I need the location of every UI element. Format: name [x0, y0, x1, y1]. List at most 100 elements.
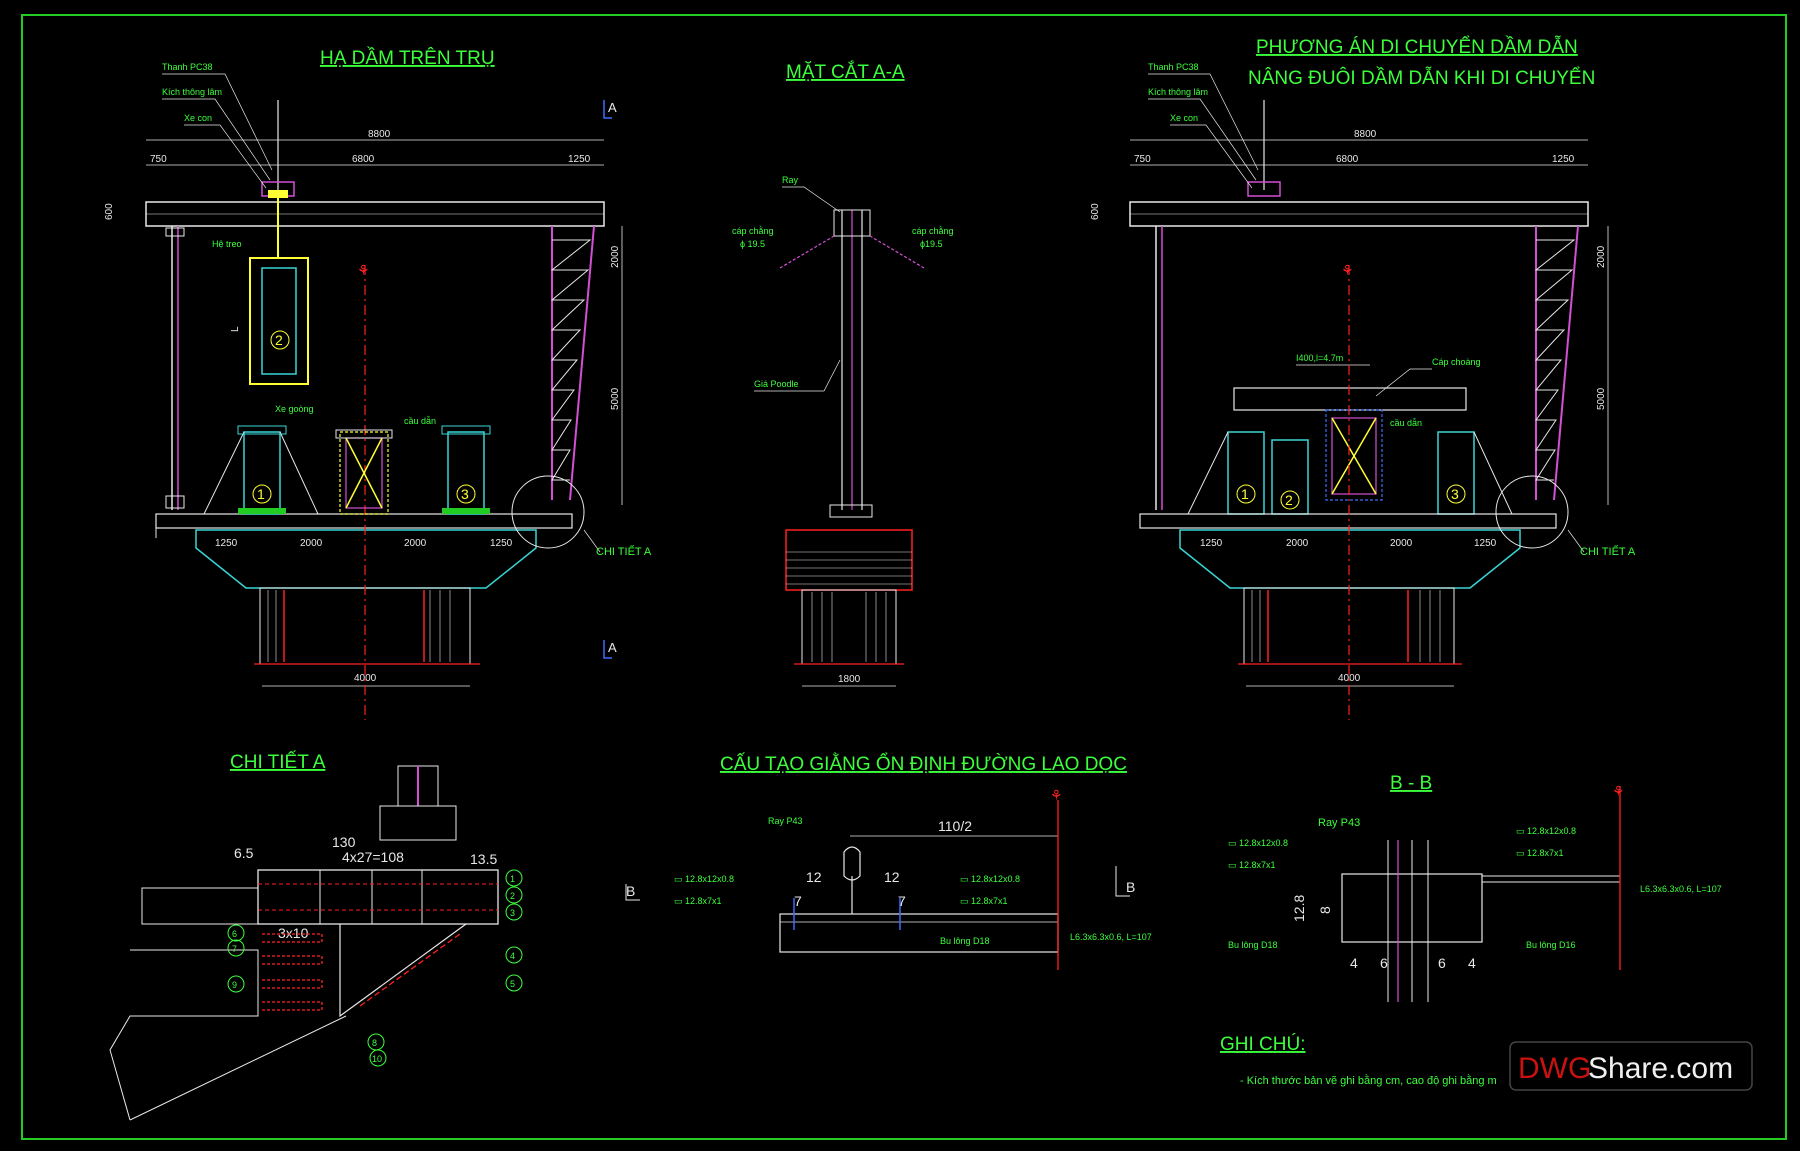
detail-marker-1: 1: [510, 874, 515, 884]
label-kich-r: Kích thông lâm: [1148, 87, 1208, 97]
dim-base-r: 4000: [1338, 673, 1361, 684]
dim-h600-r: 600: [1090, 203, 1101, 220]
seg-marker-3-left: 3: [461, 486, 469, 502]
label-he-treo: Hệ treo: [212, 239, 242, 249]
dim-base: 4000: [354, 673, 377, 684]
seg-marker-3-right: 3: [1451, 486, 1459, 502]
dim-d130: 130: [332, 834, 356, 850]
notes-title: GHI CHÚ:: [1220, 1033, 1306, 1055]
right-title-1: PHƯƠNG ÁN DI CHUYỂN DẦM DẪN: [1256, 36, 1578, 58]
section-title: MẶT CẮT A-A: [786, 61, 905, 83]
label-bu-long: Bu lông D18: [940, 936, 990, 946]
dim-bb4a: 4: [1350, 955, 1358, 971]
right-view: PHƯƠNG ÁN DI CHUYỂN DẦM DẪN NÂNG ĐUÔI DẦ…: [1090, 36, 1636, 720]
label-ray-p43-bb: Ray P43: [1318, 817, 1360, 829]
label-pl2-bb: ▭ 12.8x7x1: [1228, 860, 1276, 870]
dim-v2000: 2000: [610, 245, 621, 268]
dim-b3: 2000: [404, 538, 427, 549]
label-thanh-pc: Thanh PC38: [162, 62, 213, 72]
label-cap-chang-left: cáp chằng: [732, 226, 774, 236]
dim-d12a: 12: [806, 869, 822, 885]
bb-title: B - B: [1390, 773, 1432, 794]
label-gia-poodle: Giá Poodle: [754, 379, 799, 389]
dim-b1: 1250: [215, 538, 238, 549]
label-cau-dan-r: cầu dẫn: [1390, 418, 1422, 428]
brace-view: CẤU TẠO GIẰNG ỔN ĐỊNH ĐƯỜNG LAO DỌC Ray …: [625, 753, 1152, 970]
detail-marker-3: 3: [510, 908, 515, 918]
dim-v5000-r: 5000: [1596, 387, 1607, 410]
seg-marker-2-left: 2: [275, 332, 283, 348]
drawing-border: [21, 14, 1787, 1140]
label-pl1: ▭ 12.8x12x0.8: [674, 874, 734, 884]
dim-d4x27: 4x27=108: [342, 849, 404, 865]
detail-marker-2: 2: [510, 891, 515, 901]
detail-marker-4: 4: [510, 951, 515, 961]
right-title-2: NÂNG ĐUÔI DẦM DẪN KHI DI CHUYỂN: [1248, 67, 1595, 89]
label-pl2: ▭ 12.8x7x1: [674, 896, 722, 906]
label-xe-con: Xe con: [184, 113, 212, 123]
section-mark-a-top: A: [608, 100, 617, 115]
dim-d12b: 12: [884, 869, 900, 885]
dim-d3x10: 3x10: [278, 925, 309, 941]
dim-top-total: 8800: [368, 129, 391, 140]
notes-line-1: - Kích thước bản vẽ ghi bằng cm, cao độ …: [1240, 1074, 1497, 1087]
label-ray-p43: Ray P43: [768, 816, 803, 826]
seg-marker-1-right: 1: [1241, 486, 1249, 502]
label-cap-chang-phi-left: ϕ 19.5: [740, 239, 765, 249]
dim-b3-r: 2000: [1390, 538, 1413, 549]
svg-text:⚘: ⚘: [1050, 787, 1063, 803]
detail-a-view: CHI TIẾT A 130 6.5 4x27=108 13.5 3x10 1 …: [109, 751, 523, 1121]
dim-d7a: 7: [794, 893, 802, 909]
dim-b4-r: 1250: [1474, 538, 1497, 549]
section-aa-view: MẶT CẮT A-A Ray cáp chằng ϕ 19.5 cáp chằ…: [732, 61, 954, 687]
dim-d8: 8: [1317, 906, 1333, 914]
dim-top-mid: 6800: [352, 154, 375, 165]
bb-view: B - B Ray P43 ⚘ ▭ 12.8x12x0.8 ▭ 12.8x7x1…: [1228, 773, 1722, 1002]
svg-text:⚘: ⚘: [1612, 783, 1625, 799]
detail-marker-7: 7: [232, 944, 237, 954]
dim-bb6a: 6: [1380, 955, 1388, 971]
dim-h600: 600: [104, 203, 115, 220]
label-cap-choang: Cáp choàng: [1432, 357, 1481, 367]
dim-d135: 13.5: [470, 851, 497, 867]
detail-marker-9: 9: [232, 980, 237, 990]
detail-marker-8: 8: [372, 1038, 377, 1048]
watermark-dwg: DWG: [1518, 1052, 1591, 1085]
label-cap-chang-right: cáp chằng: [912, 226, 954, 236]
label-thanh-pc-r: Thanh PC38: [1148, 62, 1199, 72]
dim-top-left: 750: [150, 154, 167, 165]
dim-v5000: 5000: [610, 387, 621, 410]
label-l63-bb: L6.3x6.3x0.6, L=107: [1640, 884, 1722, 894]
dim-d65: 6.5: [234, 845, 254, 861]
label-bu-long-bb: Bu lông D18: [1228, 940, 1278, 950]
dim-top-right: 1250: [568, 154, 591, 165]
dim-top-mid-r: 6800: [1336, 154, 1359, 165]
detail-marker-10: 10: [372, 1054, 382, 1064]
dim-b2-r: 2000: [1286, 538, 1309, 549]
svg-text:⚘: ⚘: [357, 262, 370, 278]
section-mark-b-right: B: [1126, 879, 1135, 895]
dim-d128: 12.8: [1291, 895, 1307, 922]
dim-bb6b: 6: [1438, 955, 1446, 971]
label-pl1-bb: ▭ 12.8x12x0.8: [1228, 838, 1288, 848]
dim-v2000-r: 2000: [1596, 245, 1607, 268]
left-title: HẠ DẦM TRÊN TRỤ: [320, 47, 495, 69]
svg-text:⚘: ⚘: [1341, 262, 1354, 278]
dim-top-total-r: 8800: [1354, 129, 1377, 140]
label-pl2-bb-r: ▭ 12.8x7x1: [1516, 848, 1564, 858]
dim-b1-r: 1250: [1200, 538, 1223, 549]
dim-top-right-r: 1250: [1552, 154, 1575, 165]
detail-title: CHI TIẾT A: [230, 751, 326, 773]
watermark: DWG Share.com: [1509, 1041, 1753, 1091]
segment-markers: 2 1 3 1 2 3: [252, 330, 1466, 510]
svg-text:L: L: [230, 326, 241, 332]
seg-marker-1-left: 1: [257, 486, 265, 502]
dim-bb4b: 4: [1468, 955, 1476, 971]
dim-d110: 110/2: [938, 818, 972, 834]
dim-sec-base: 1800: [838, 674, 861, 685]
label-kich: Kích thông lâm: [162, 87, 222, 97]
label-chi-tiet-a-right: CHI TIẾT A: [1580, 545, 1636, 558]
dim-d7b: 7: [898, 893, 906, 909]
section-mark-b-left: B: [626, 883, 635, 899]
